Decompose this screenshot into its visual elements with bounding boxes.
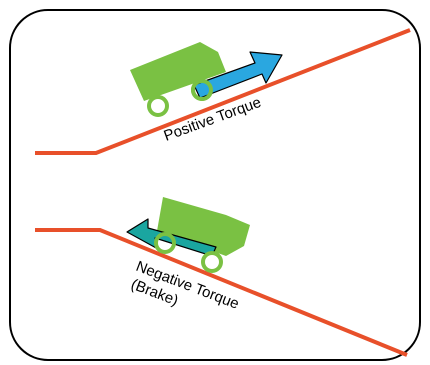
uphill-cart-rear-wheel-icon <box>147 95 169 117</box>
downhill-cart-rear-wheel-icon <box>154 232 176 254</box>
positive-torque-scene: Positive Torque <box>35 28 411 155</box>
uphill-cart-body <box>130 42 226 101</box>
uphill-cart-front-wheel-overlay-icon <box>191 79 213 101</box>
downhill-cart-front-wheel-icon <box>201 251 223 273</box>
diagram-frame <box>9 9 421 361</box>
downhill-slope-line <box>35 228 408 357</box>
downhill-cart-icon <box>157 197 250 256</box>
uphill-slope-line <box>35 28 411 155</box>
negative-torque-scene: Negative Torque (Brake) <box>35 197 408 357</box>
downhill-cart-body <box>157 197 250 256</box>
